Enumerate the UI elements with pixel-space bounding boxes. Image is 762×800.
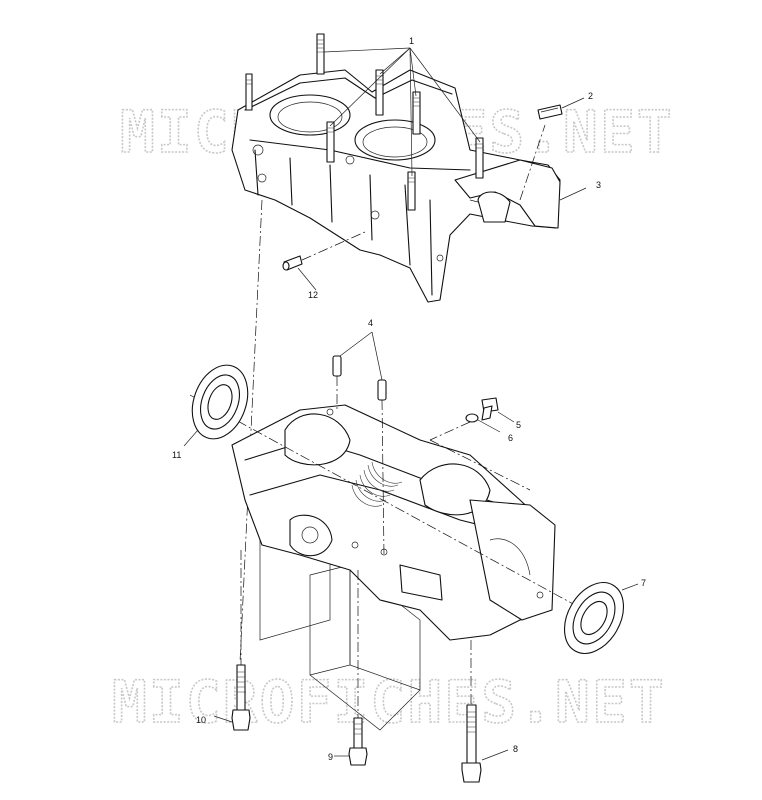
part-9-bolt bbox=[334, 570, 368, 766]
part-12-pin bbox=[282, 231, 366, 271]
callout-labels: 1 2 3 4 5 6 7 8 9 10 11 12 bbox=[172, 36, 646, 762]
part-4-dowels bbox=[332, 331, 387, 556]
lower-crankcase bbox=[189, 394, 576, 731]
callout-5: 5 bbox=[516, 420, 521, 430]
part-6-washer bbox=[429, 411, 515, 441]
upper-crankcase bbox=[231, 33, 561, 303]
part-7-seal bbox=[563, 582, 639, 654]
callout-10: 10 bbox=[196, 715, 206, 725]
part-2-clip bbox=[537, 104, 563, 120]
callout-6: 6 bbox=[508, 433, 513, 443]
watermark-bottom: MICROFICHES.NET bbox=[112, 668, 666, 736]
part-11-seal bbox=[183, 364, 249, 447]
callout-4: 4 bbox=[368, 318, 373, 328]
part-10-bolt bbox=[213, 550, 251, 731]
stud-group bbox=[245, 33, 484, 211]
callout-11: 11 bbox=[172, 450, 181, 460]
part-8-bolt bbox=[461, 640, 509, 783]
callout-9: 9 bbox=[328, 752, 333, 762]
part-5-screw bbox=[481, 397, 499, 421]
callout-2: 2 bbox=[588, 91, 593, 101]
leaders-upper bbox=[239, 47, 587, 663]
callout-8: 8 bbox=[513, 744, 518, 754]
callout-7: 7 bbox=[641, 578, 646, 588]
callout-3: 3 bbox=[596, 180, 601, 190]
callout-12: 12 bbox=[308, 290, 318, 300]
callout-1: 1 bbox=[409, 36, 414, 46]
